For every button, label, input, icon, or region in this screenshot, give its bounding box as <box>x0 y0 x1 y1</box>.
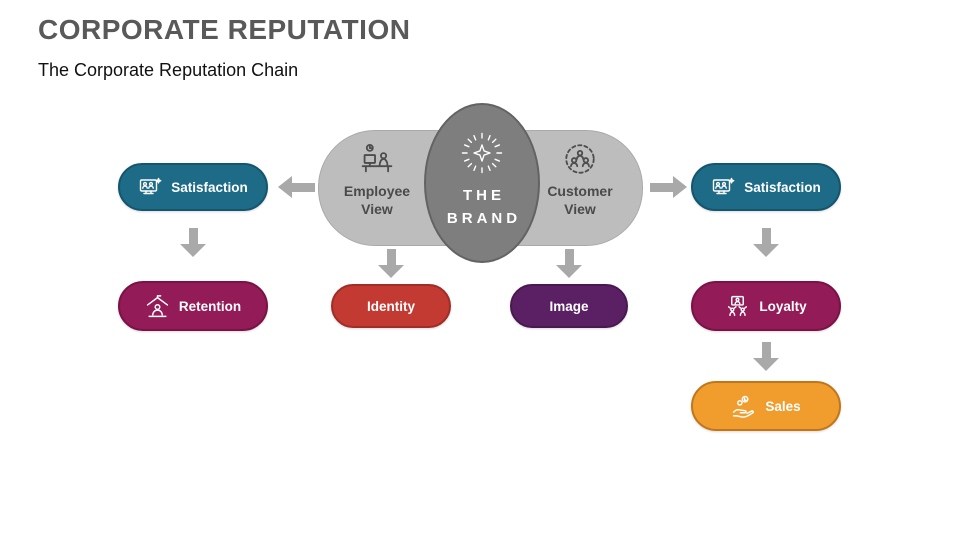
brand-ellipse: THE BRAND <box>424 103 540 263</box>
pill-label: Image <box>549 298 589 314</box>
arrow-stem <box>292 182 315 192</box>
arrow-stem <box>188 228 198 244</box>
brand-label-line1: THE <box>462 187 505 204</box>
employee-desk-icon <box>360 141 394 177</box>
sparkle-star-icon <box>459 130 505 181</box>
arrow-head <box>673 176 687 198</box>
audience-board-icon <box>711 175 735 199</box>
brand-label-line2: BRAND <box>446 209 522 227</box>
employee-view: Employee View <box>322 141 432 218</box>
slide-title: CORPORATE REPUTATION <box>38 14 411 45</box>
satisfaction-left-pill: Satisfaction <box>118 163 268 211</box>
customer-view-label: Customer View <box>547 183 613 217</box>
pill-label: Identity <box>366 298 415 314</box>
arrow-stem <box>386 249 396 265</box>
retention-pill: Retention <box>118 281 268 331</box>
house-person-icon <box>145 294 170 319</box>
pill-label: Sales <box>765 398 801 414</box>
arrow-satisfaction-to-retention <box>180 228 206 257</box>
arrow-customer-to-image <box>556 249 582 278</box>
audience-board-icon <box>138 175 162 199</box>
arrow-stem <box>564 249 574 265</box>
pill-label: Retention <box>178 298 242 314</box>
arrow-head <box>180 244 206 257</box>
employee-view-label: Employee View <box>343 183 411 217</box>
arrow-employee-to-identity <box>378 249 404 278</box>
arrow-loyalty-to-sales <box>753 342 779 371</box>
fans-screen-icon <box>725 294 750 319</box>
hand-coins-icon <box>731 394 756 419</box>
arrow-head <box>556 265 582 278</box>
arrow-capsule-to-satisfaction-left <box>278 176 315 198</box>
brand-label: THE BRAND <box>443 185 521 230</box>
image-pill: Image <box>510 284 628 328</box>
arrow-head <box>378 265 404 278</box>
arrow-stem <box>650 182 673 192</box>
identity-pill: Identity <box>331 284 451 328</box>
loyalty-pill: Loyalty <box>691 281 841 331</box>
pill-label: Satisfaction <box>171 179 248 195</box>
slide-subtitle: The Corporate Reputation Chain <box>38 60 299 80</box>
arrow-head <box>753 358 779 371</box>
arrow-head <box>753 244 779 257</box>
sales-pill: Sales <box>691 381 841 431</box>
pill-label: Loyalty <box>759 298 807 314</box>
pill-label: Satisfaction <box>744 179 821 195</box>
people-group-icon <box>563 141 597 177</box>
satisfaction-right-pill: Satisfaction <box>691 163 841 211</box>
arrow-satisfaction-to-loyalty <box>753 228 779 257</box>
arrow-stem <box>761 342 771 358</box>
arrow-head <box>278 176 292 198</box>
arrow-stem <box>761 228 771 244</box>
arrow-capsule-to-satisfaction-right <box>650 176 687 198</box>
customer-view: Customer View <box>525 141 635 218</box>
